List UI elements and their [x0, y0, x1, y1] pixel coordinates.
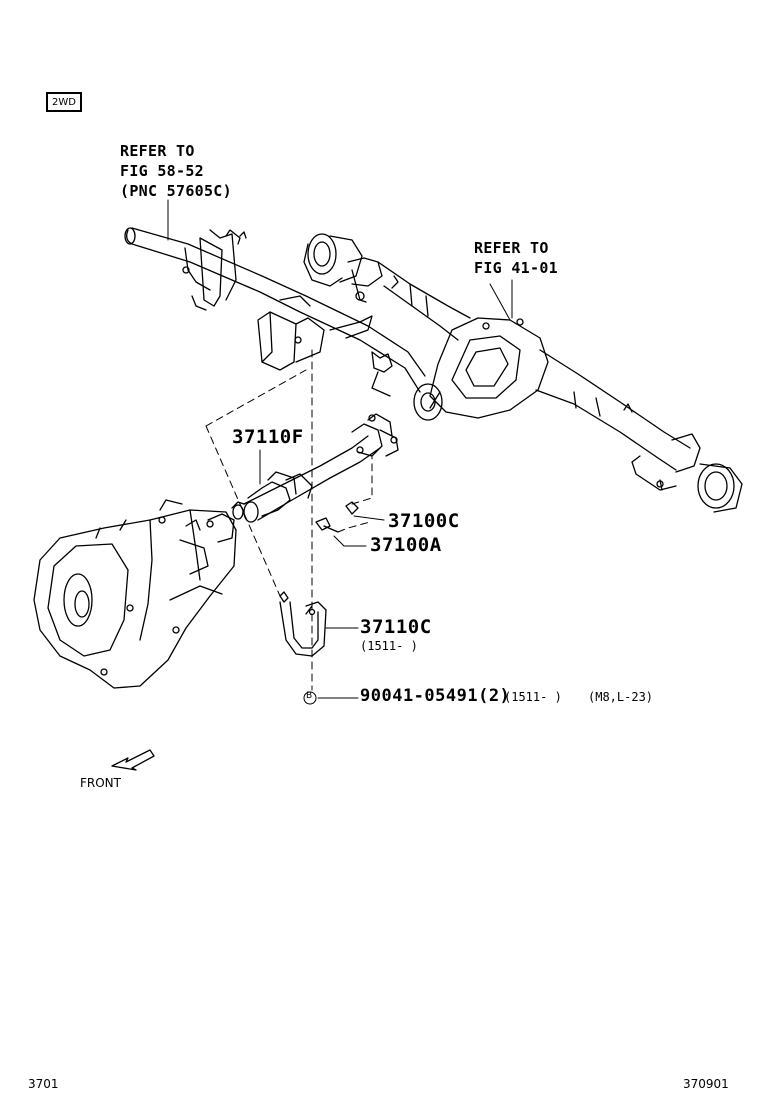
refer-axle-line2: FIG 41-01: [474, 259, 558, 277]
leader-lines: [167, 199, 513, 699]
bolt-marker-letter: B: [306, 691, 313, 701]
bolts-and-nut: [279, 501, 359, 603]
drive-type-badge: 2WD: [46, 92, 82, 112]
refer-axle-line1: REFER TO: [474, 239, 549, 257]
rear-axle-housing: [303, 233, 743, 513]
bolt-marker-circle: [303, 691, 317, 705]
part-37110F-label[interactable]: 37110F: [232, 426, 304, 448]
front-arrow-icon: [111, 749, 155, 771]
assembly-guide-lines: [205, 349, 373, 691]
propeller-shaft: [231, 413, 399, 523]
center-bearing-bracket: [279, 601, 327, 657]
refer-frame-line1: REFER TO: [120, 142, 195, 160]
front-direction-label: FRONT: [80, 776, 121, 790]
part-37100A-label[interactable]: 37100A: [370, 534, 442, 556]
part-37110C-label[interactable]: 37110C: [360, 616, 432, 638]
transmission-assembly: [33, 499, 237, 689]
frame-crossmember: [124, 227, 426, 397]
footer-figure-code: 370901: [683, 1077, 729, 1091]
bolt-spec-note: (M8,L-23): [588, 690, 654, 704]
drive-type-label: 2WD: [52, 97, 76, 108]
refer-frame-line2: FIG 58-52: [120, 162, 204, 180]
refer-frame-line3: (PNC 57605C): [120, 182, 232, 200]
bolt-range-note: (1511- ): [504, 690, 562, 704]
part-37110C-note: (1511- ): [360, 639, 418, 653]
part-37100C-label[interactable]: 37100C: [388, 510, 460, 532]
part-90041-05491-label[interactable]: 90041-05491(2): [360, 686, 511, 706]
footer-section-code: 3701: [28, 1077, 59, 1091]
